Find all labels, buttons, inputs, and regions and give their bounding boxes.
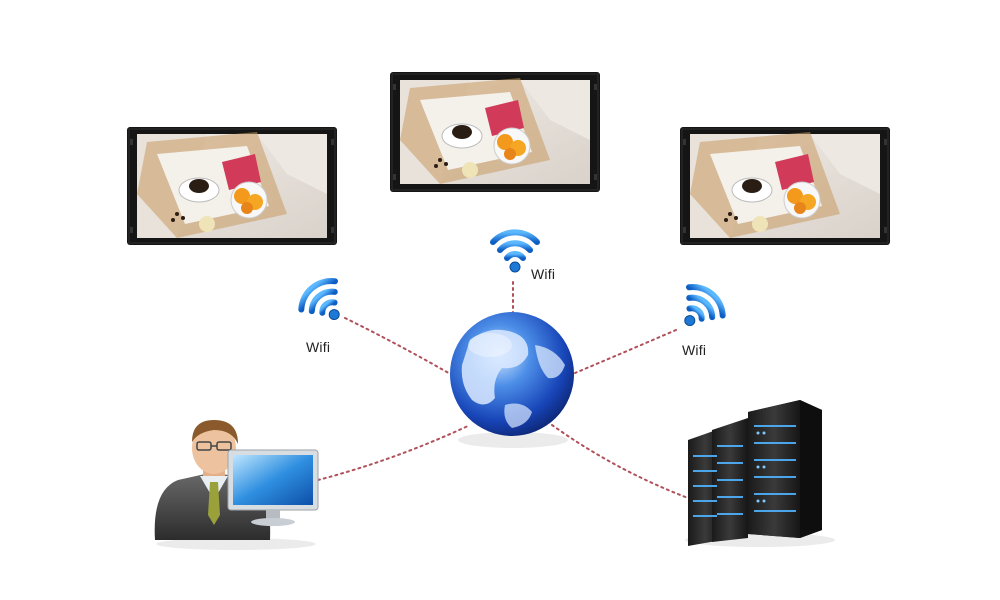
wifi-label-top: Wifi [531,266,556,282]
wifi-icon-left [295,274,354,333]
signage-monitor-left [127,127,337,245]
link-right-wifi [574,329,677,374]
wifi-label-left: Wifi [306,339,331,355]
link-left-wifi [344,317,453,376]
wifi-icon-right [670,280,729,339]
globe-icon [450,312,574,448]
signage-monitor-right [680,127,890,245]
server-rack-icon [685,400,835,547]
wifi-label-right: Wifi [682,342,707,358]
link-user [317,424,471,481]
connection-lines [317,281,689,499]
user-at-computer-icon [154,420,319,550]
link-server [551,424,689,499]
signage-monitor-top [390,72,600,192]
